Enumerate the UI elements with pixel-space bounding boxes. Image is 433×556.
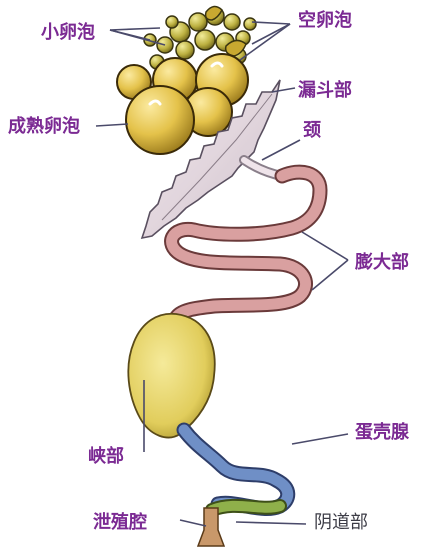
small-follicle [189, 13, 207, 31]
label-vagina: 阴道部 [314, 512, 368, 534]
label-mature-follicle: 成熟卵泡 [8, 116, 80, 138]
label-empty-follicle: 空卵泡 [298, 10, 352, 32]
mature-follicle [126, 86, 194, 154]
small-follicle [244, 18, 256, 30]
small-follicle [166, 16, 178, 28]
label-shell-gland: 蛋壳腺 [355, 422, 409, 444]
label-cloaca: 泄殖腔 [93, 512, 147, 534]
label-isthmus: 峡部 [88, 446, 124, 468]
label-magnum: 膨大部 [355, 252, 409, 274]
small-follicle [195, 30, 215, 50]
label-infundibulum: 漏斗部 [298, 80, 352, 102]
label-small-follicle: 小卵泡 [41, 22, 95, 44]
label-neck: 颈 [303, 120, 321, 142]
small-follicle [176, 41, 194, 59]
small-follicle [224, 14, 240, 30]
isthmus-shape [128, 314, 214, 438]
